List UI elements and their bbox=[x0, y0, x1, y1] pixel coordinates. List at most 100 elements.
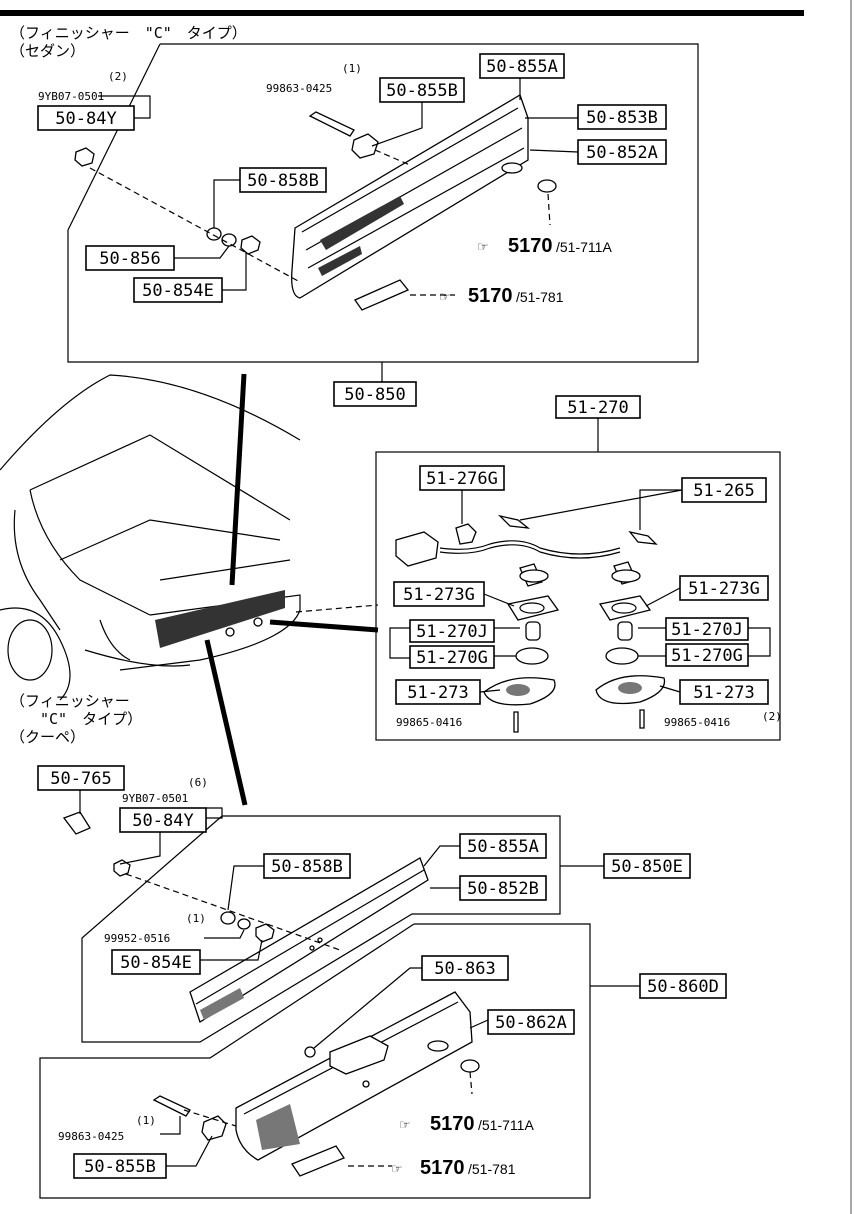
coupe-washer-0516 bbox=[237, 918, 251, 930]
sedan-finisher-panel bbox=[291, 94, 529, 299]
coupe-screw bbox=[152, 1095, 191, 1117]
sedan-part-855A: 50-855A bbox=[486, 57, 558, 77]
coupe-emblem bbox=[291, 1145, 345, 1177]
coupe-84Y-bolt-number: 9YB07-0501 bbox=[122, 792, 188, 805]
coupe-part-854E-box bbox=[111, 949, 201, 975]
coupe-finisher-group: 50-765 (6) 9YB07-0501 50-84Y 50-858B 50-… bbox=[37, 765, 727, 1199]
lamp-screw-r-number: 99865-0416 bbox=[664, 716, 730, 729]
coupe-washer-858B bbox=[220, 911, 236, 925]
lamp-screw-qty: (2) bbox=[762, 710, 782, 723]
lamp-clip-265-l bbox=[497, 514, 531, 529]
coupe-assembly-850E: 50-850E bbox=[611, 857, 683, 877]
sedan-part-858B-box bbox=[239, 167, 327, 193]
coupe-bulb-765 bbox=[62, 811, 91, 835]
coupe-assembly-860D-box bbox=[639, 973, 727, 999]
sedan-84Y-bolt-number: 9YB07-0501 bbox=[38, 90, 104, 103]
sedan-assembly-number: 50-850 bbox=[344, 385, 405, 405]
sedan-ref1-sub: /51-711A bbox=[556, 239, 612, 255]
top-rule bbox=[0, 10, 804, 16]
coupe-header-line2: "C" タイプ） bbox=[40, 710, 142, 728]
sedan-emblem bbox=[354, 279, 410, 311]
sedan-grommet bbox=[537, 179, 557, 193]
coupe-part-854E: 50-854E bbox=[120, 953, 192, 973]
lamp-part-273G-l-box bbox=[393, 581, 485, 607]
coupe-assembly-860D: 50-860D bbox=[647, 977, 719, 997]
license-lamp-group: 51-270 51-276G 51-265 51-273G 51-273G 51… bbox=[375, 395, 782, 741]
sedan-part-855B-box bbox=[379, 77, 465, 103]
sedan-header-line1: （フィニッシャー "C" タイプ） bbox=[10, 24, 247, 42]
lamp-part-273G-r: 51-273G bbox=[688, 579, 760, 599]
sedan-part-854E: 50-854E bbox=[142, 281, 214, 301]
sedan-part-852A: 50-852A bbox=[586, 143, 658, 163]
lamp-part-265-box bbox=[681, 477, 767, 503]
sedan-ref1-number: 5170 bbox=[508, 235, 553, 257]
coupe-grommet bbox=[460, 1059, 480, 1073]
lamp-part-270J-r-box bbox=[665, 617, 749, 641]
sedan-part-84Y: 50-84Y bbox=[55, 109, 116, 129]
lamp-part-270J-l: 51-270J bbox=[416, 622, 488, 642]
coupe-part-863: 50-863 bbox=[434, 959, 495, 979]
lamp-part-270G-r-box bbox=[665, 643, 749, 667]
lamp-part-273-r-box bbox=[679, 679, 769, 705]
coupe-part-862A-box bbox=[487, 1009, 575, 1035]
lamp-screw-l bbox=[513, 711, 519, 733]
coupe-screw-number: 99863-0425 bbox=[58, 1130, 124, 1143]
lamp-screw-l-number: 99865-0416 bbox=[396, 716, 462, 729]
coupe-part-863-box bbox=[421, 955, 509, 981]
coupe-part-855B-box bbox=[73, 1153, 167, 1179]
coupe-part-858B: 50-858B bbox=[271, 857, 343, 877]
coupe-washer-number: 99952-0516 bbox=[104, 932, 170, 945]
lamp-part-270G-l-box bbox=[409, 645, 495, 669]
sedan-part-853B: 50-853B bbox=[586, 108, 658, 128]
coupe-84Y-qty: (6) bbox=[188, 776, 208, 789]
coupe-ref2-sub: /51-781 bbox=[468, 1161, 516, 1177]
coupe-part-855B: 50-855B bbox=[84, 1157, 156, 1177]
sedan-ref2-sub: /51-781 bbox=[516, 289, 564, 305]
lamp-gasket-l bbox=[506, 595, 560, 621]
sedan-part-856: 50-856 bbox=[99, 249, 160, 269]
coupe-part-855A: 50-855A bbox=[467, 837, 539, 857]
coupe-ref2-number: 5170 bbox=[420, 1157, 465, 1179]
coupe-header-line3: （クーペ） bbox=[10, 728, 85, 746]
lamp-part-270G-l: 51-270G bbox=[416, 648, 488, 668]
car-rear-illustration bbox=[0, 373, 379, 806]
lamp-lens-r bbox=[605, 647, 639, 665]
sedan-part-852A-box bbox=[577, 139, 667, 165]
coupe-ref1-sub: /51-711A bbox=[478, 1117, 534, 1133]
coupe-plug-863 bbox=[304, 1046, 316, 1058]
sedan-finisher-group: (2) 9YB07-0501 50-84Y (1) 99863-0425 50-… bbox=[37, 43, 699, 407]
coupe-part-862A: 50-862A bbox=[495, 1013, 567, 1033]
lamp-part-276G: 51-276G bbox=[426, 469, 498, 489]
lamp-harness-clip bbox=[455, 523, 477, 545]
sedan-ref2-arrow-icon: ☞ bbox=[440, 287, 450, 306]
coupe-clip-855B bbox=[201, 1115, 227, 1141]
lamp-part-270J-r: 51-270J bbox=[671, 620, 743, 640]
sedan-part-856-box bbox=[85, 245, 175, 271]
lamp-clip-265-r bbox=[628, 530, 658, 545]
coupe-ref1-arrow-icon: ☞ bbox=[400, 1115, 410, 1134]
lamp-assembly-number: 51-270 bbox=[567, 398, 628, 418]
coupe-part-852B: 50-852B bbox=[467, 879, 539, 899]
sedan-part-854E-box bbox=[133, 277, 223, 303]
sedan-assembly-box bbox=[333, 381, 417, 407]
coupe-assembly-850E-box bbox=[603, 853, 691, 879]
car-finisher-strip bbox=[155, 590, 285, 648]
sedan-nut bbox=[74, 147, 95, 167]
sedan-ref1-arrow-icon: ☞ bbox=[478, 237, 488, 256]
lamp-part-270J-l-box bbox=[409, 619, 495, 643]
lamp-group-outline bbox=[375, 451, 781, 741]
lamp-gasket-r bbox=[598, 595, 652, 621]
coupe-screw-qty: (1) bbox=[136, 1114, 156, 1127]
lamp-assembly-box bbox=[555, 395, 641, 419]
sedan-clip-854E bbox=[240, 235, 261, 255]
lamp-bulb-r bbox=[617, 621, 633, 641]
coupe-clip-854E bbox=[255, 923, 275, 943]
sedan-clip bbox=[351, 133, 379, 159]
coupe-part-858B-box bbox=[263, 853, 351, 879]
coupe-part-855A-box bbox=[459, 833, 547, 859]
coupe-part-765-box bbox=[37, 765, 125, 791]
sedan-screw-number: 99863-0425 bbox=[266, 82, 332, 95]
sedan-84Y-qty: (2) bbox=[108, 70, 128, 83]
lamp-part-270G-r: 51-270G bbox=[671, 646, 743, 666]
